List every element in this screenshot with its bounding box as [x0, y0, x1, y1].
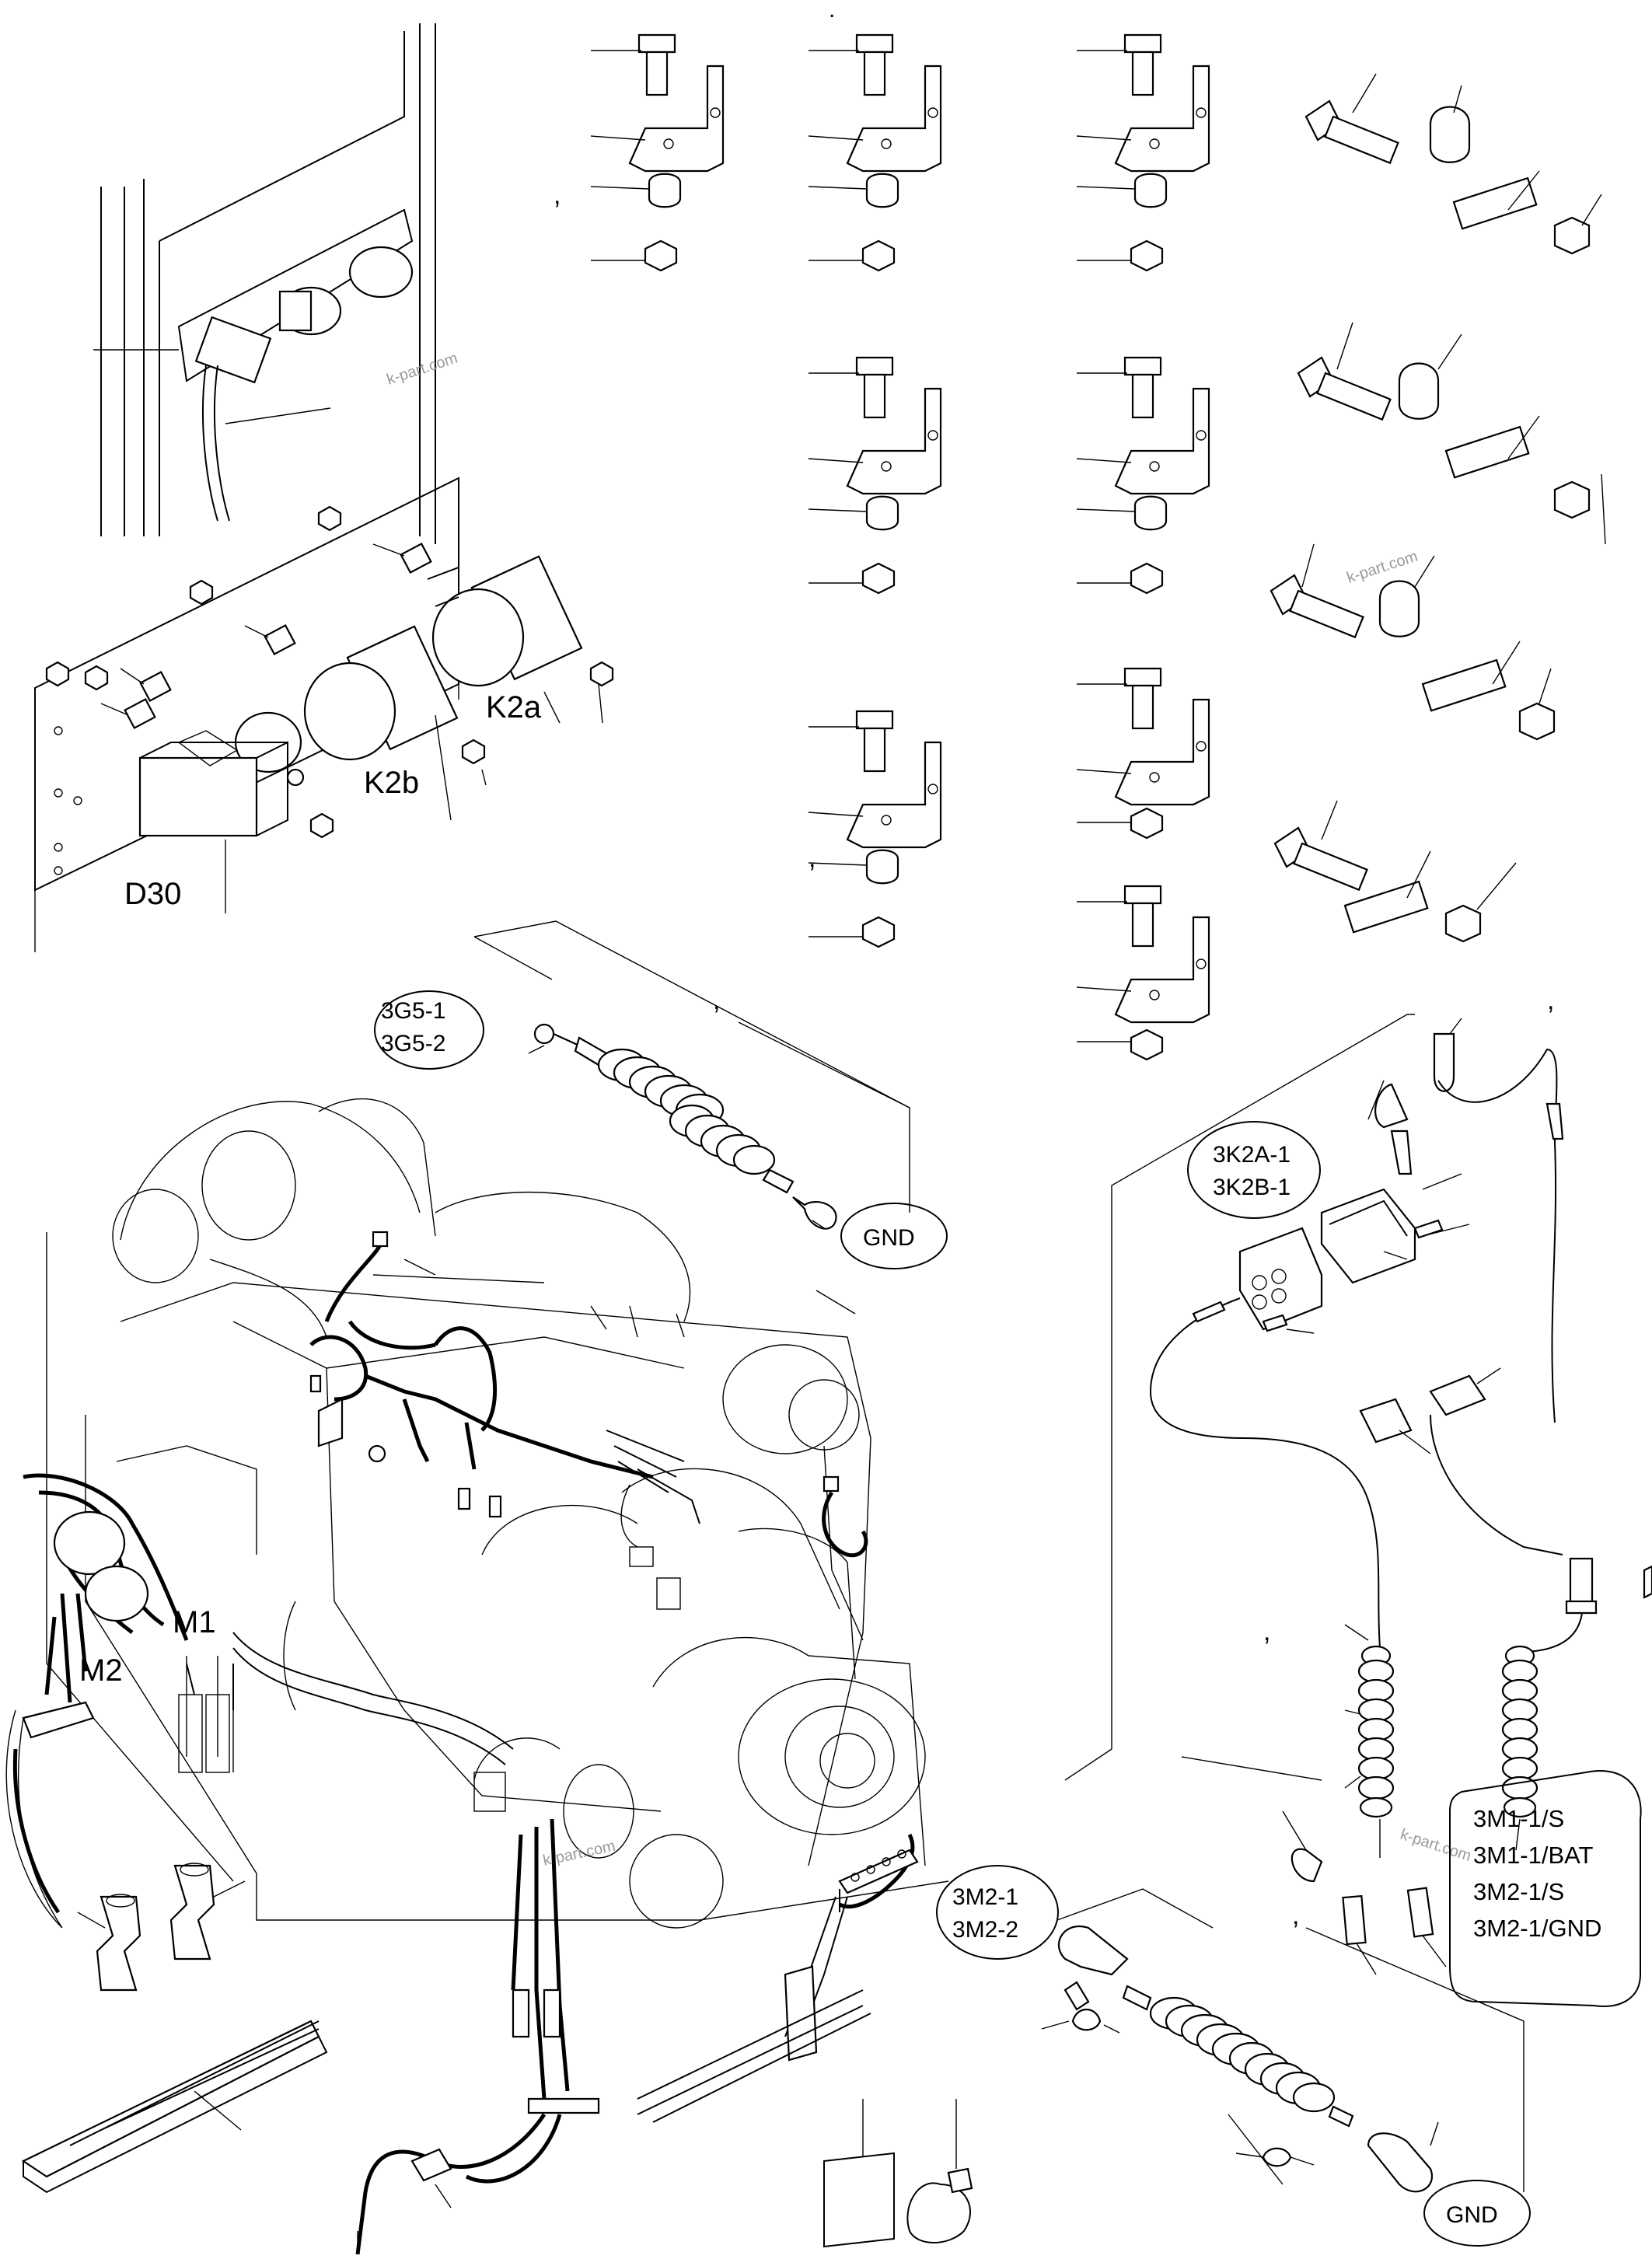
label-3m2-1-gnd: 3M2-1/GND: [1473, 1915, 1601, 1942]
watermark-text: k-part.com: [1345, 548, 1420, 587]
engine-assembly: M1 M2 k-part.com: [5, 1098, 949, 2255]
tick-mark: ,: [1547, 986, 1554, 1015]
label-3g5-2: 3G5-2: [381, 1031, 445, 1056]
label-gnd-top: GND: [863, 1225, 915, 1251]
label-3m2-1: 3M2-1: [952, 1884, 1018, 1910]
label-m2: M2: [79, 1653, 123, 1688]
watermark-text: k-part.com: [385, 350, 460, 389]
bolt-clamp-strap-3: k-part.com: [1270, 543, 1556, 741]
bracket-assembly-col2-top: [808, 33, 942, 272]
bracket-assembly-col3-low: [1076, 667, 1210, 840]
bolt-strap-4: [1273, 800, 1517, 943]
label-3k2b-1: 3K2B-1: [1213, 1175, 1291, 1200]
relay-plate-exploded: K2a K2b D30: [34, 477, 614, 952]
cable-3m2-assembly: 3M2-1 3M2-2 , GND: [936, 1865, 1531, 2247]
connector-panel: , 3K2A-1 3K2B-1: [1064, 986, 1652, 2007]
tick-mark: ,: [1292, 1901, 1299, 1930]
label-3m1-1-s: 3M1-1/S: [1473, 1805, 1564, 1832]
label-3m1-1-bat: 3M1-1/BAT: [1473, 1842, 1594, 1869]
label-m1: M1: [173, 1605, 216, 1639]
bolt-clamp-strap-2: ,: [1297, 322, 1606, 545]
label-3m2-2: 3M2-2: [952, 1917, 1018, 1943]
mounting-rail: [21, 1863, 328, 2194]
label-gnd-bottom: GND: [1446, 2202, 1498, 2228]
label-k2a: K2a: [486, 690, 542, 724]
bracket-assembly-col3-mid: [1076, 356, 1210, 595]
bracket-assembly-col1-top: [590, 33, 725, 272]
cabinet-panel: k-part.com , .: [93, 0, 835, 544]
tick-mark: ,: [554, 180, 561, 210]
cable-3g5-assembly: 3G5-1 3G5-2 GND ,: [374, 920, 948, 1269]
tick-mark: ,: [809, 843, 816, 873]
sleeve-and-tie: [823, 2099, 973, 2248]
dot-mark: .: [829, 0, 835, 23]
bracket-assembly-col3-top: [1076, 33, 1210, 272]
bracket-assembly-col3-bottom: [1076, 885, 1210, 1061]
label-d30: D30: [124, 877, 181, 911]
bolt-clamp-strap-1: [1304, 73, 1602, 255]
label-3g5-1: 3G5-1: [381, 998, 445, 1024]
tick-mark: ,: [1263, 1617, 1270, 1646]
tick-mark: ,: [713, 986, 720, 1015]
watermark-text: k-part.com: [1398, 1826, 1473, 1865]
label-3k2a-1: 3K2A-1: [1213, 1142, 1291, 1168]
label-3m2-1-s: 3M2-1/S: [1473, 1878, 1564, 1905]
bracket-assembly-col2-mid: [808, 356, 942, 595]
bracket-assembly-col2-low: ,: [808, 710, 942, 948]
label-k2b: K2b: [364, 766, 419, 800]
